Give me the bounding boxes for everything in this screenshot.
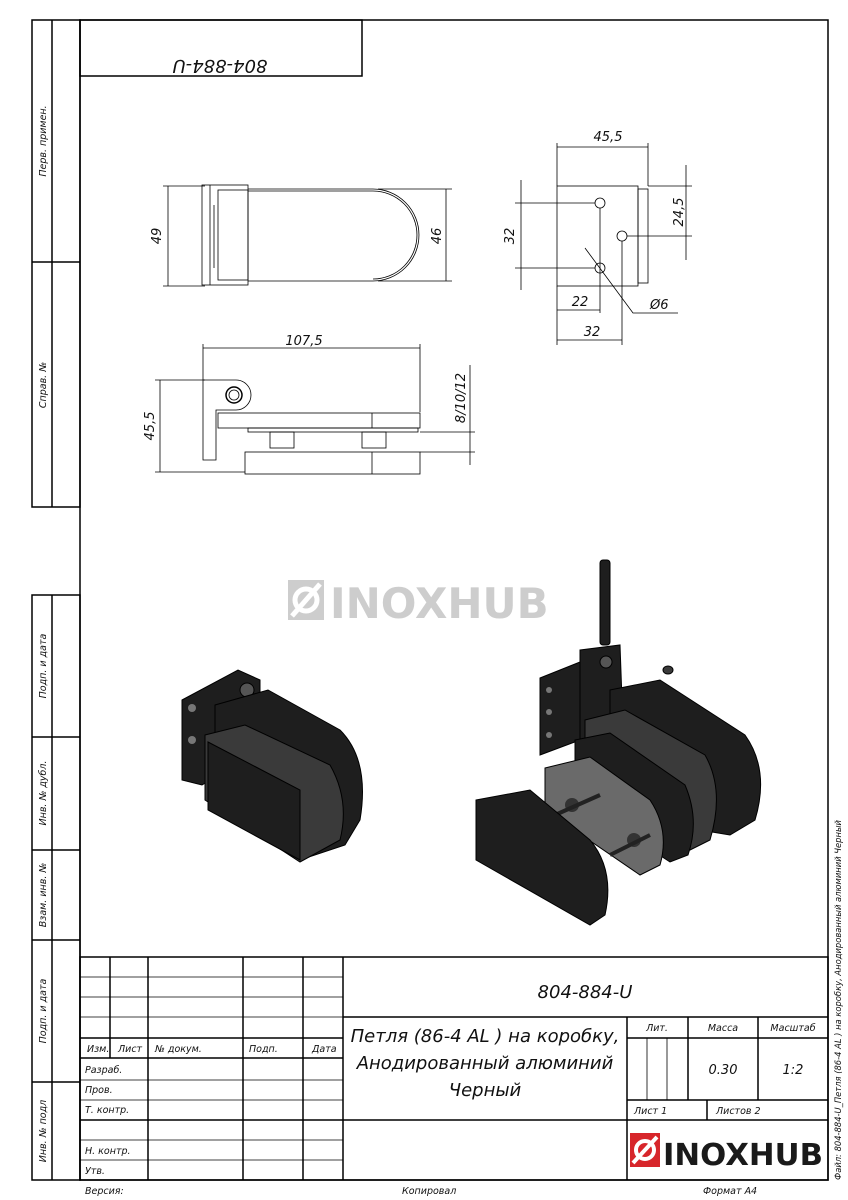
dim-32-v: 32	[503, 228, 518, 245]
watermark-text: INOXHUB	[330, 579, 549, 628]
file-label: Файл: 804-884-U_Петля (86-4 AL ) на коро…	[834, 820, 844, 1180]
mass-value: 0.30	[709, 1063, 738, 1078]
side-label-perv-primen: Перв. примен.	[38, 105, 49, 176]
dim-side-45-5: 45,5	[594, 130, 623, 145]
header-data: Дата	[311, 1044, 337, 1055]
header-izm: Изм.	[87, 1044, 109, 1055]
role-utv: Утв.	[85, 1166, 105, 1177]
scale-value: 1:2	[783, 1063, 804, 1078]
side-label-inv-dubl: Инв. № дубл.	[38, 761, 49, 826]
front-view: 107,5 45,5 8/10/12	[143, 334, 475, 475]
watermark: INOXHUB	[288, 579, 549, 628]
dim-diameter-6: Ø6	[649, 298, 669, 313]
title-line-2: Анодированный алюминий	[356, 1053, 614, 1074]
side-strip: Перв. примен. Справ. № Подп. и дата Инв.…	[31, 19, 81, 1181]
header-podp: Подп.	[249, 1044, 278, 1055]
header-doc-no: № докум.	[154, 1044, 202, 1055]
sheet-number: Лист 1	[633, 1106, 667, 1117]
side-label-podp-data-2: Подп. и дата	[38, 978, 49, 1043]
scale-label: Масштаб	[770, 1023, 815, 1034]
dim-49: 49	[150, 228, 165, 245]
role-n-kontr: Н. контр.	[85, 1146, 131, 1157]
top-view: 49 46	[150, 184, 452, 287]
side-view: 45,5 32 24,5 22 32 Ø6	[503, 130, 692, 345]
dim-8-10-12: 8/10/12	[454, 373, 469, 423]
side-label-vzam-inv: Взам. инв. №	[38, 863, 49, 928]
role-razrab: Разраб.	[85, 1065, 122, 1076]
role-t-kontr: Т. контр.	[85, 1105, 129, 1116]
side-label-podp-data-1: Подп. и дата	[38, 633, 49, 698]
mass-label: Масса	[708, 1023, 738, 1034]
footer-copied: Копировал	[402, 1186, 456, 1197]
lit-label: Лит.	[645, 1023, 668, 1034]
dim-32-h: 32	[584, 325, 601, 340]
dim-46: 46	[430, 228, 445, 245]
footer-version: Версия:	[85, 1186, 124, 1197]
render-exploded	[475, 559, 762, 926]
title-line-3: Черный	[449, 1080, 522, 1101]
inoxhub-logo: INOXHUB	[630, 1133, 823, 1173]
designation: 804-884-U	[538, 982, 633, 1003]
logo-text: INOXHUB	[663, 1138, 823, 1173]
side-label-sprav-no: Справ. №	[38, 362, 49, 408]
top-stamp-code: 804-884-U	[173, 55, 268, 76]
role-prov: Пров.	[85, 1085, 113, 1096]
dim-107-5: 107,5	[285, 334, 322, 349]
dim-24-5: 24,5	[672, 198, 687, 227]
sheets-total: Листов 2	[715, 1106, 761, 1117]
footer-format: Формат A4	[703, 1186, 757, 1197]
header-list: Лист	[117, 1044, 143, 1055]
title-line-1: Петля (86-4 AL ) на коробку,	[351, 1026, 620, 1047]
dim-22: 22	[572, 295, 589, 310]
dim-45-5: 45,5	[143, 412, 158, 441]
title-block: 804-884-U Петля (86-4 AL ) на коробку, А…	[79, 956, 829, 1181]
top-stamp: 804-884-U	[79, 19, 363, 77]
render-assembled	[181, 669, 363, 863]
side-label-inv-podl: Инв. № подл	[38, 1100, 49, 1163]
